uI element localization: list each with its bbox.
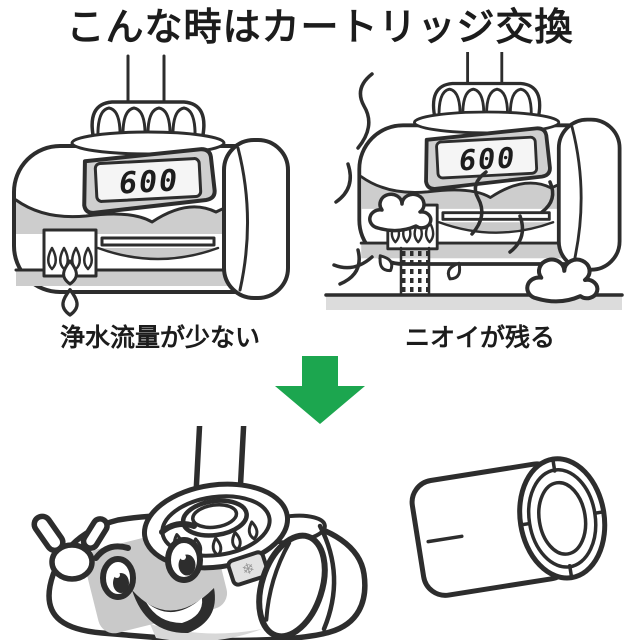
symptom-figures: 浄水流量が少ない xyxy=(0,51,640,354)
eyebrow xyxy=(159,520,197,535)
arrow-row xyxy=(0,354,640,426)
figure-low-flow: 浄水流量が少ない xyxy=(0,52,320,354)
page-title: こんな時はカートリッジ交換 xyxy=(66,5,574,49)
splash-drop xyxy=(378,253,394,272)
water-stream xyxy=(401,247,429,295)
replacement-figure: ❄ xyxy=(0,425,640,640)
lever-handle xyxy=(256,532,328,639)
low-flow-caption: 浄水流量が少ない xyxy=(59,322,260,352)
splash-drop xyxy=(446,261,462,280)
eyebrow xyxy=(93,542,131,561)
replacement-cartridge xyxy=(409,455,608,598)
figure-odor: ニオイが残る xyxy=(320,51,640,354)
odor-caption: ニオイが残る xyxy=(404,322,555,352)
mascot-face xyxy=(93,520,215,633)
odor-cloud xyxy=(525,257,600,303)
odor-squiggles xyxy=(332,71,555,286)
mouth xyxy=(132,587,215,633)
snowflake-icon: ❄ xyxy=(240,558,258,579)
low-flow-purifier-illustration xyxy=(12,53,290,317)
water-drop-icon xyxy=(62,259,78,285)
mascot-hand xyxy=(31,513,110,582)
snowflake-button: ❄ xyxy=(226,549,270,587)
cartridge-replacement-illustration: ❄ xyxy=(31,425,608,640)
odor-purifier-illustration xyxy=(324,51,624,310)
down-arrow-icon xyxy=(275,355,365,424)
odor-cloud xyxy=(368,192,433,232)
water-drop-icon xyxy=(61,287,79,317)
